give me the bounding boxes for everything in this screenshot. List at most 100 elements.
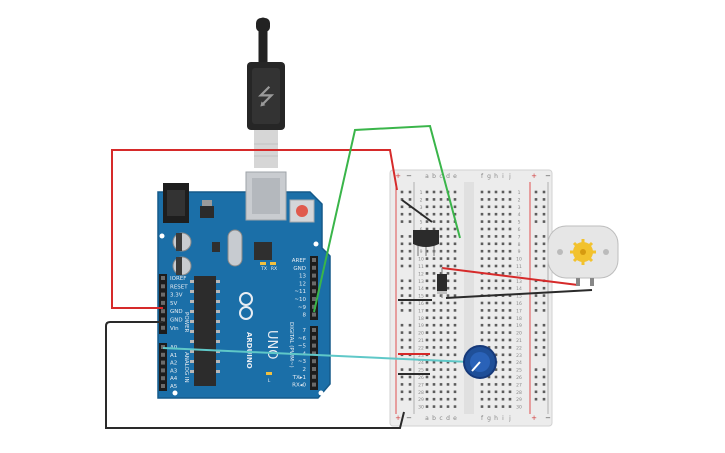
motor-gear-icon — [570, 239, 596, 265]
power-pin[interactable] — [161, 309, 165, 314]
breadboard-row-number: 8 — [518, 242, 521, 248]
power-pin[interactable] — [161, 284, 165, 289]
power-pin-label: Vin — [170, 326, 179, 332]
led-label: L — [268, 378, 271, 384]
power-pin-label: 5V — [170, 301, 177, 307]
digital-pin[interactable] — [312, 312, 316, 317]
potentiometer-knob-indicator — [471, 361, 481, 372]
breadboard-row-number: 24 — [418, 360, 424, 366]
breadboard-column-letter: f — [481, 173, 484, 180]
breadboard-column-letter: d — [446, 173, 450, 180]
breadboard-row-number: 16 — [418, 301, 424, 307]
breadboard-row-number: 25 — [516, 368, 522, 374]
digital-pin[interactable] — [312, 335, 316, 340]
power-pin[interactable] — [161, 300, 165, 305]
breadboard-row-number: 7 — [518, 234, 521, 240]
wire-5v-red[interactable] — [111, 149, 398, 309]
digital-pin[interactable] — [312, 351, 316, 356]
breadboard-row-number: 12 — [418, 271, 424, 277]
svg-text:⭍: ⭍ — [257, 85, 275, 110]
breadboard-row-number: 18 — [418, 316, 424, 322]
breadboard-row-number: 4 — [518, 212, 521, 218]
digital-pin-label: 7 — [303, 328, 307, 334]
breadboard-column-letter: a — [425, 415, 429, 422]
digital-pin[interactable] — [312, 273, 316, 278]
breadboard-row-number: 11 — [516, 264, 522, 270]
analog-pin[interactable] — [161, 360, 165, 365]
analog-pin-label: A1 — [170, 353, 177, 359]
digital-pin-label: ~9 — [298, 305, 307, 311]
breadboard-row-number: 9 — [518, 249, 521, 255]
breadboard-column-letter: a — [425, 173, 429, 180]
breadboard-row-number: 21 — [418, 338, 424, 344]
breadboard-row-number: 19 — [418, 323, 424, 329]
breadboard-column-letter: b — [432, 173, 436, 180]
reset-button[interactable] — [296, 205, 308, 217]
breadboard-rail-sign: + — [395, 414, 401, 422]
breadboard-row-number: 1 — [518, 190, 521, 196]
breadboard-column-letter: h — [494, 173, 498, 180]
breadboard-row-number: 2 — [518, 197, 521, 203]
power-pin-label: IOREF — [170, 276, 186, 282]
breadboard-row-number: 26 — [516, 375, 522, 381]
digital-pin[interactable] — [312, 258, 316, 262]
potentiometer[interactable] — [463, 345, 497, 379]
digital-pin[interactable] — [312, 281, 316, 286]
breadboard-row-number: 6 — [518, 227, 521, 233]
digital-pin[interactable] — [312, 265, 316, 270]
digital-pin[interactable] — [312, 289, 316, 294]
analog-pin[interactable] — [161, 368, 165, 373]
digital-pin[interactable] — [312, 367, 316, 371]
digital-pin[interactable] — [312, 343, 316, 348]
breadboard-row-number: 9 — [420, 249, 423, 255]
power-header-title: POWER — [183, 312, 189, 333]
digital-pin[interactable] — [312, 328, 316, 332]
breadboard-row-number: 29 — [418, 397, 424, 403]
wire-motor-red[interactable] — [441, 267, 579, 286]
digital-pin[interactable] — [312, 297, 316, 301]
power-pin[interactable] — [161, 325, 165, 330]
power-pin[interactable] — [161, 317, 165, 322]
breadboard-row-number: 25 — [418, 368, 424, 374]
digital-pin[interactable] — [312, 382, 316, 387]
breadboard-row-number: 3 — [518, 205, 521, 211]
digital-pin[interactable] — [312, 374, 316, 379]
usb-cable[interactable]: ⭍ — [247, 17, 285, 168]
diode[interactable] — [437, 268, 447, 298]
power-pin[interactable] — [161, 292, 165, 297]
digital-pin[interactable] — [312, 359, 316, 364]
wire-gnd-black[interactable] — [105, 321, 405, 429]
transistor[interactable] — [413, 230, 439, 256]
breadboard-row-number: 5 — [518, 220, 521, 226]
breadboard-row-number: 17 — [516, 308, 522, 314]
breadboard-row-number: 28 — [418, 390, 424, 396]
breadboard-row-number: 15 — [516, 294, 522, 300]
power-pin[interactable] — [161, 276, 165, 280]
breadboard-row-number: 22 — [516, 345, 522, 351]
led-label: TX — [260, 266, 267, 272]
analog-pin[interactable] — [161, 352, 165, 357]
breadboard-row-number: 30 — [516, 405, 522, 411]
wire-a0-cyan[interactable] — [162, 347, 471, 363]
digital-pin[interactable] — [312, 304, 316, 309]
breadboard-row-number: 15 — [418, 294, 424, 300]
led-label: RX — [271, 266, 277, 272]
analog-pin[interactable] — [161, 345, 165, 349]
analog-pin[interactable] — [161, 384, 165, 388]
breadboard-row-number: 14 — [418, 286, 424, 292]
wire-pin9-green[interactable] — [313, 124, 461, 313]
dc-motor[interactable] — [547, 225, 619, 286]
breadboard-column-letter: g — [487, 173, 491, 180]
breadboard-column-letter: d — [446, 415, 450, 422]
breadboard-column-letter: j — [508, 173, 511, 180]
wire-motor-black[interactable] — [445, 289, 593, 299]
breadboard-column-letter: c — [439, 415, 442, 422]
digital-header-title: DIGITAL (PWM~) — [288, 322, 294, 368]
power-pin-label: GND — [170, 318, 183, 324]
analog-pin[interactable] — [161, 376, 165, 381]
breadboard-column-letter: i — [502, 415, 504, 422]
